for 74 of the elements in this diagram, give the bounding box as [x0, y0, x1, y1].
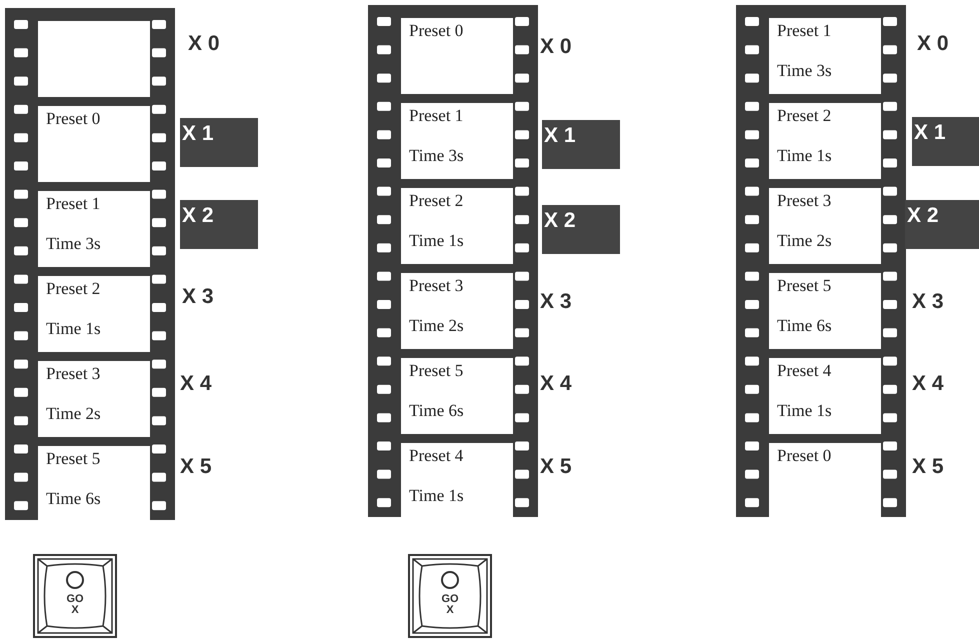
preset-label: Preset 1 [409, 106, 464, 126]
film-frame [769, 103, 881, 179]
preset-label: Preset 4 [777, 361, 832, 381]
film-frame [769, 18, 881, 94]
cue-label: X 5 [912, 455, 944, 479]
cue-label: X 0 [188, 32, 220, 56]
film-frame [401, 188, 513, 264]
preset-label: Preset 3 [46, 364, 100, 384]
film-strip [736, 5, 906, 517]
film-frame [38, 21, 150, 97]
film-frame [38, 106, 150, 182]
cue-label: X 4 [912, 372, 944, 396]
preset-label: Preset 5 [409, 361, 464, 381]
preset-label: Preset 1 [46, 194, 100, 214]
cue-label: X 4 [180, 372, 212, 396]
highlighted-label: X 1 [912, 117, 979, 166]
time-label: Time 1s [409, 486, 464, 506]
key-label: GO X [65, 594, 85, 616]
time-label: Time 1s [409, 231, 464, 251]
film-frame [38, 446, 150, 522]
preset-label: Preset 2 [777, 106, 832, 126]
go-key [408, 554, 492, 638]
time-label: Time 3s [777, 61, 832, 81]
time-label: Time 2s [777, 231, 832, 251]
preset-label: Preset 5 [46, 449, 100, 469]
preset-label: Preset 2 [46, 279, 100, 299]
cue-label: X 4 [540, 372, 572, 396]
film-frame [38, 276, 150, 352]
highlighted-label: X 1 [180, 118, 258, 167]
preset-label: Preset 0 [409, 21, 464, 41]
highlighted-label: X 2 [542, 205, 620, 254]
film-frame [38, 361, 150, 437]
time-label: Time 1s [46, 319, 101, 339]
preset-label: Preset 3 [777, 191, 832, 211]
film-frame [769, 188, 881, 264]
time-label: Time 3s [409, 146, 464, 166]
time-label: Time 6s [777, 316, 832, 336]
cue-label: X 0 [540, 35, 572, 59]
time-label: Time 1s [777, 146, 832, 166]
key-label: GO X [440, 594, 460, 616]
time-label: Time 2s [46, 404, 101, 424]
film-frame [401, 18, 513, 94]
time-label: Time 6s [409, 401, 464, 421]
film-strip [5, 8, 175, 520]
highlighted-label: X 2 [180, 200, 258, 249]
cue-label: X 3 [912, 290, 944, 314]
preset-label: Preset 1 [777, 21, 832, 41]
film-frame [38, 191, 150, 267]
preset-label: Preset 4 [409, 446, 464, 466]
highlighted-label: X 1 [542, 120, 620, 169]
preset-label: Preset 0 [777, 446, 832, 466]
film-strip [368, 5, 538, 517]
time-label: Time 2s [409, 316, 464, 336]
film-frame [769, 273, 881, 349]
preset-label: Preset 5 [777, 276, 832, 296]
time-label: Time 3s [46, 234, 101, 254]
cue-label: X 3 [182, 285, 214, 309]
go-key [33, 554, 117, 638]
preset-label: Preset 2 [409, 191, 464, 211]
cue-label: X 5 [180, 455, 212, 479]
time-label: Time 6s [46, 489, 101, 509]
film-frame [401, 103, 513, 179]
film-frame [769, 443, 881, 519]
cue-label: X 3 [540, 290, 572, 314]
time-label: Time 1s [777, 401, 832, 421]
preset-label: Preset 0 [46, 109, 100, 129]
cue-label: X 0 [917, 32, 949, 56]
film-frame [401, 443, 513, 519]
highlighted-label: X 2 [905, 200, 979, 249]
film-frame [401, 273, 513, 349]
film-frame [401, 358, 513, 434]
cue-label: X 5 [540, 455, 572, 479]
film-frame [769, 358, 881, 434]
preset-label: Preset 3 [409, 276, 464, 296]
